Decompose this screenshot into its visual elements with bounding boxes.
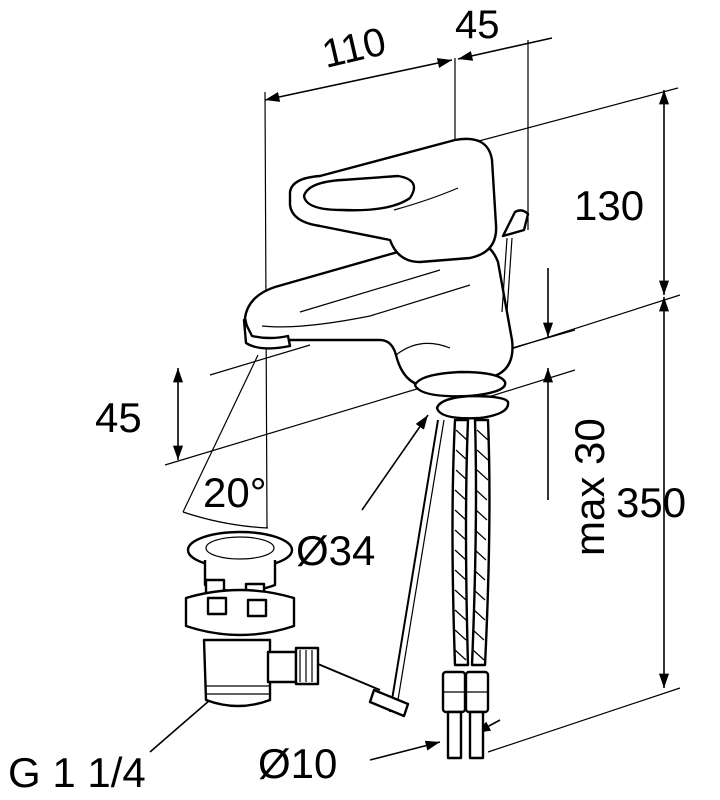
dimension-max-30: max 30 (566, 418, 613, 556)
dimension-thread-g114: G 1 1/4 (8, 749, 146, 796)
dimension-45-top: 45 (455, 3, 500, 47)
dimension-110: 110 (318, 19, 390, 76)
dimension-20-degree: 20° (203, 469, 267, 516)
dimension-hole-34: Ø34 (296, 527, 375, 574)
dimension-130: 130 (574, 182, 644, 229)
waste-valve (184, 530, 320, 708)
drain-rod (317, 419, 445, 718)
dimension-pipe-10: Ø10 (258, 740, 337, 787)
dimension-45-spout: 45 (95, 394, 142, 441)
dimension-lines (149, 37, 670, 761)
supply-hoses (441, 418, 491, 760)
dimension-350: 350 (616, 479, 686, 526)
faucet-body (242, 137, 530, 420)
